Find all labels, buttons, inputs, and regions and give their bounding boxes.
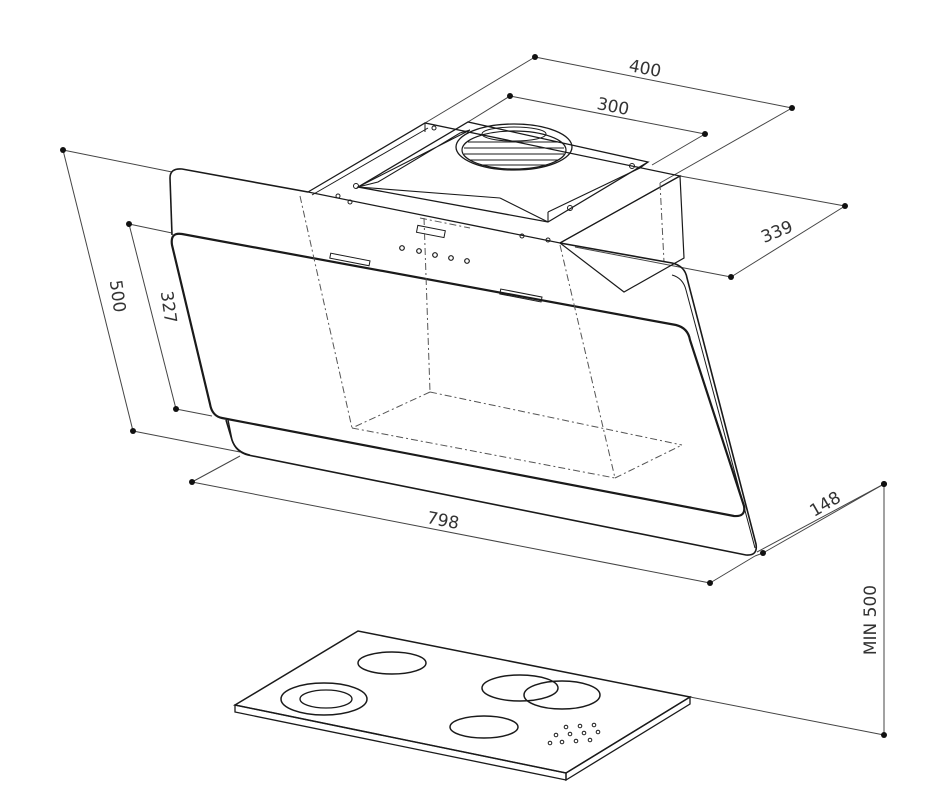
dimension-148-label: 148 [806, 488, 844, 522]
dimension-400: 400 [424, 54, 795, 184]
dimension-min-500-label: MIN 500 [861, 585, 881, 655]
control-button-5[interactable] [464, 258, 470, 264]
dimension-339-label: 339 [758, 217, 796, 248]
control-button-2[interactable] [416, 248, 422, 254]
control-button-3[interactable] [432, 252, 438, 258]
dimension-300: 300 [467, 93, 708, 166]
dimension-148: 148 [754, 481, 887, 557]
dimension-400-label: 400 [627, 56, 663, 82]
dimension-500-label: 500 [105, 279, 129, 314]
dimension-339: 339 [574, 175, 848, 280]
dimension-798-label: 798 [425, 508, 461, 534]
burner-back-right-inner [523, 680, 601, 710]
dimension-min-500: MIN 500 [689, 481, 887, 738]
control-panel [329, 224, 543, 303]
cooktop [232, 630, 693, 782]
burner-back-right-outer [481, 674, 559, 702]
chimney-box [306, 121, 685, 293]
cooktop-controls [547, 722, 601, 746]
hidden-plenum-outline [299, 195, 683, 479]
hood-glass-panel [169, 168, 758, 556]
dimension-798: 798 [189, 455, 756, 586]
burner-front-right [449, 715, 519, 739]
control-button-4[interactable] [448, 255, 454, 261]
dimension-327-label: 327 [156, 290, 180, 325]
burner-front-left-inner [299, 689, 353, 709]
dimension-300-label: 300 [595, 94, 631, 120]
burner-front-left-outer [280, 682, 368, 716]
control-button-1[interactable] [399, 245, 405, 251]
fan-outlet [455, 123, 573, 171]
dimension-327: 327 [126, 221, 213, 417]
burner-back-left [357, 651, 427, 675]
dimension-500: 500 [60, 147, 241, 453]
